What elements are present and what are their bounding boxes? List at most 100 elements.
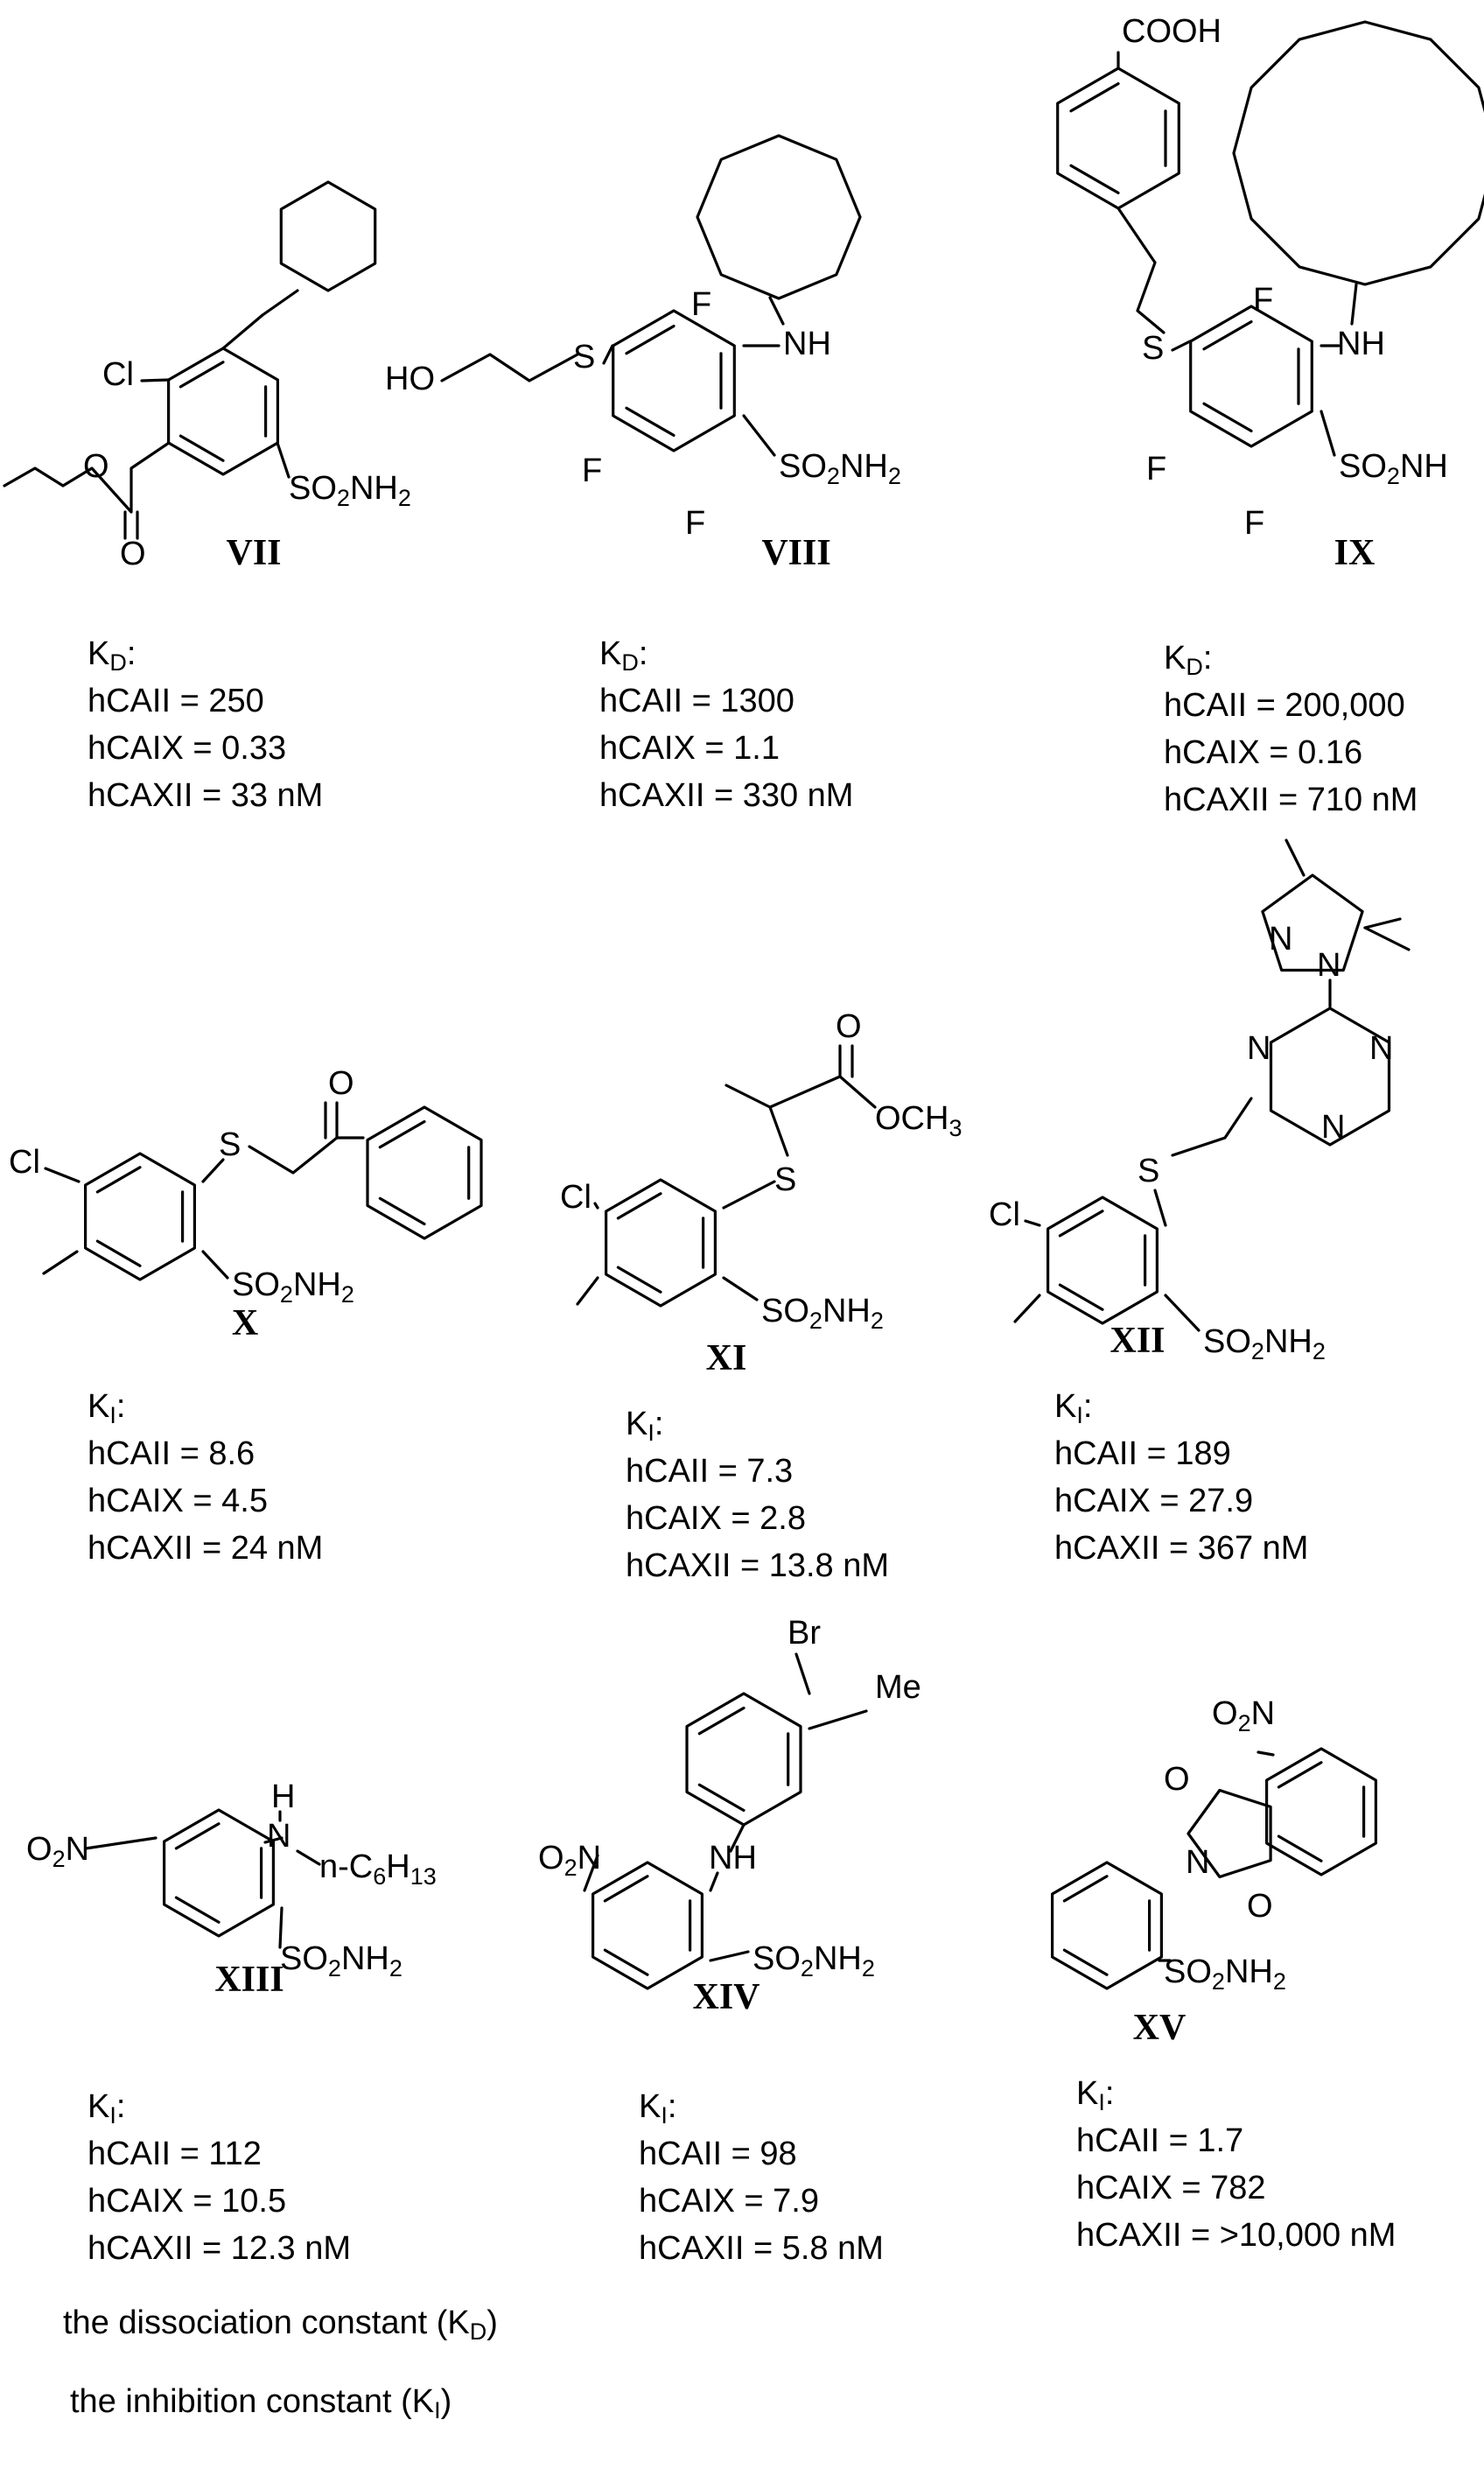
compound-label: VIII: [761, 533, 830, 573]
constant-value-line: hCAXII = 13.8 nM: [626, 1547, 889, 1584]
bond: [742, 414, 776, 457]
bond: [697, 1706, 746, 1736]
bond: [95, 1166, 142, 1194]
bond: [1062, 1948, 1109, 1976]
bond: [95, 1239, 142, 1267]
constant-subscript: I: [1076, 1402, 1083, 1428]
bond: [625, 406, 676, 437]
bond: [1062, 1875, 1109, 1903]
bond: [603, 1875, 649, 1903]
bond: [1013, 1294, 1041, 1323]
constant-colon: :: [126, 635, 136, 672]
ring: [612, 309, 736, 452]
constant-symbol: K: [88, 1388, 110, 1425]
atom-label: Me: [875, 1669, 921, 1706]
bond: [261, 289, 299, 317]
constant-value-line: hCAXII = 24 nM: [88, 1530, 324, 1567]
constant-symbol: K: [1076, 2075, 1099, 2112]
ring: [1046, 1196, 1159, 1325]
atom-label: N: [1369, 1030, 1393, 1067]
constant-colon: :: [1104, 2075, 1115, 2112]
legend-kd-text: the dissociation constant (K: [63, 2304, 470, 2341]
ring: [1050, 1861, 1164, 1990]
atom-label: S: [573, 339, 595, 375]
constant-value-line: hCAXII = 710 nM: [1164, 782, 1418, 818]
bond: [221, 313, 264, 350]
constant-value-line: hCAXII = >10,000 nM: [1076, 2217, 1396, 2254]
atom-label: SO2NH2: [1203, 1323, 1326, 1364]
constant-symbol: K: [88, 635, 110, 672]
bond: [1202, 320, 1253, 351]
atom-label: O: [83, 448, 109, 485]
compound-label: XI: [706, 1338, 747, 1378]
ring: [696, 134, 862, 300]
constant-value-line: hCAIX = 2.8: [626, 1500, 806, 1537]
constant-heading: KI:: [1054, 1383, 1308, 1430]
compound-label: IX: [1334, 533, 1376, 573]
constant-value-line: hCAII = 98: [639, 2136, 797, 2172]
constant-heading: KD:: [599, 630, 853, 677]
atom-label: Cl: [989, 1196, 1020, 1233]
legend-ki-text: the inhibition constant (K: [70, 2383, 435, 2420]
legend-ki-sub: I: [434, 2397, 441, 2423]
bond: [1277, 1834, 1323, 1862]
atom-label: O: [1164, 1761, 1190, 1798]
bond: [709, 1950, 750, 1962]
atom-label: Br: [788, 1615, 821, 1652]
constant-symbol: K: [626, 1406, 648, 1442]
atom-label: F: [1253, 282, 1273, 319]
atom-label: O: [836, 1008, 862, 1045]
bond: [603, 1948, 649, 1976]
constant-value-line: hCAIX = 1.1: [599, 730, 780, 767]
bond: [616, 1266, 662, 1294]
constant-colon: :: [116, 2088, 126, 2125]
compound-label: X: [232, 1303, 258, 1343]
atom-label: NH: [1337, 326, 1385, 362]
bond: [722, 1276, 759, 1301]
constant-value-line: hCAXII = 33 nM: [88, 777, 324, 814]
bond: [140, 378, 171, 382]
constant-value-line: hCAII = 1300: [599, 683, 794, 719]
constant-colon: :: [1082, 1388, 1093, 1425]
bond-chain: [768, 1075, 877, 1109]
bond: [576, 1276, 599, 1306]
bond: [709, 1871, 719, 1892]
constant-heading: KD:: [88, 630, 323, 677]
bond: [178, 361, 225, 389]
constant-subscript: I: [109, 1402, 116, 1428]
constant-heading: KD:: [1164, 635, 1418, 682]
bond: [1320, 410, 1336, 457]
constant-subscript: I: [661, 2102, 668, 2129]
constant-value-line: hCAIX = 0.33: [88, 730, 287, 767]
bond: [201, 1250, 229, 1280]
atom-label: SO2NH2: [779, 448, 901, 489]
legend-inhibition: the inhibition constant (KI): [70, 2383, 452, 2423]
bond: [1284, 838, 1306, 877]
atom-label: N: [1317, 947, 1340, 984]
legend-dissociation: the dissociation constant (KD): [63, 2304, 498, 2344]
atom-label: H: [271, 1778, 295, 1815]
bond: [1202, 402, 1253, 432]
bond: [722, 1180, 776, 1210]
compound-label: XIV: [692, 1977, 760, 2017]
bond: [1350, 283, 1358, 326]
constant-value-line: hCAIX = 0.16: [1164, 734, 1363, 771]
atom-label: S: [1138, 1153, 1159, 1189]
compound-label: XV: [1133, 2008, 1186, 2048]
bond: [1171, 340, 1192, 352]
bond: [616, 1192, 662, 1220]
bond: [1153, 1189, 1167, 1227]
constant-value-line: hCAIX = 782: [1076, 2170, 1266, 2206]
ring: [83, 1152, 196, 1281]
ring: [1269, 1007, 1391, 1147]
atom-label: F: [691, 286, 711, 323]
atom-label: F: [1146, 451, 1166, 487]
bond: [794, 1652, 811, 1695]
bond: [1256, 1750, 1275, 1757]
constant-value-line: hCAII = 7.3: [626, 1453, 794, 1490]
atom-label: N: [1269, 921, 1292, 957]
atom-label: SO2NH: [1339, 448, 1448, 489]
